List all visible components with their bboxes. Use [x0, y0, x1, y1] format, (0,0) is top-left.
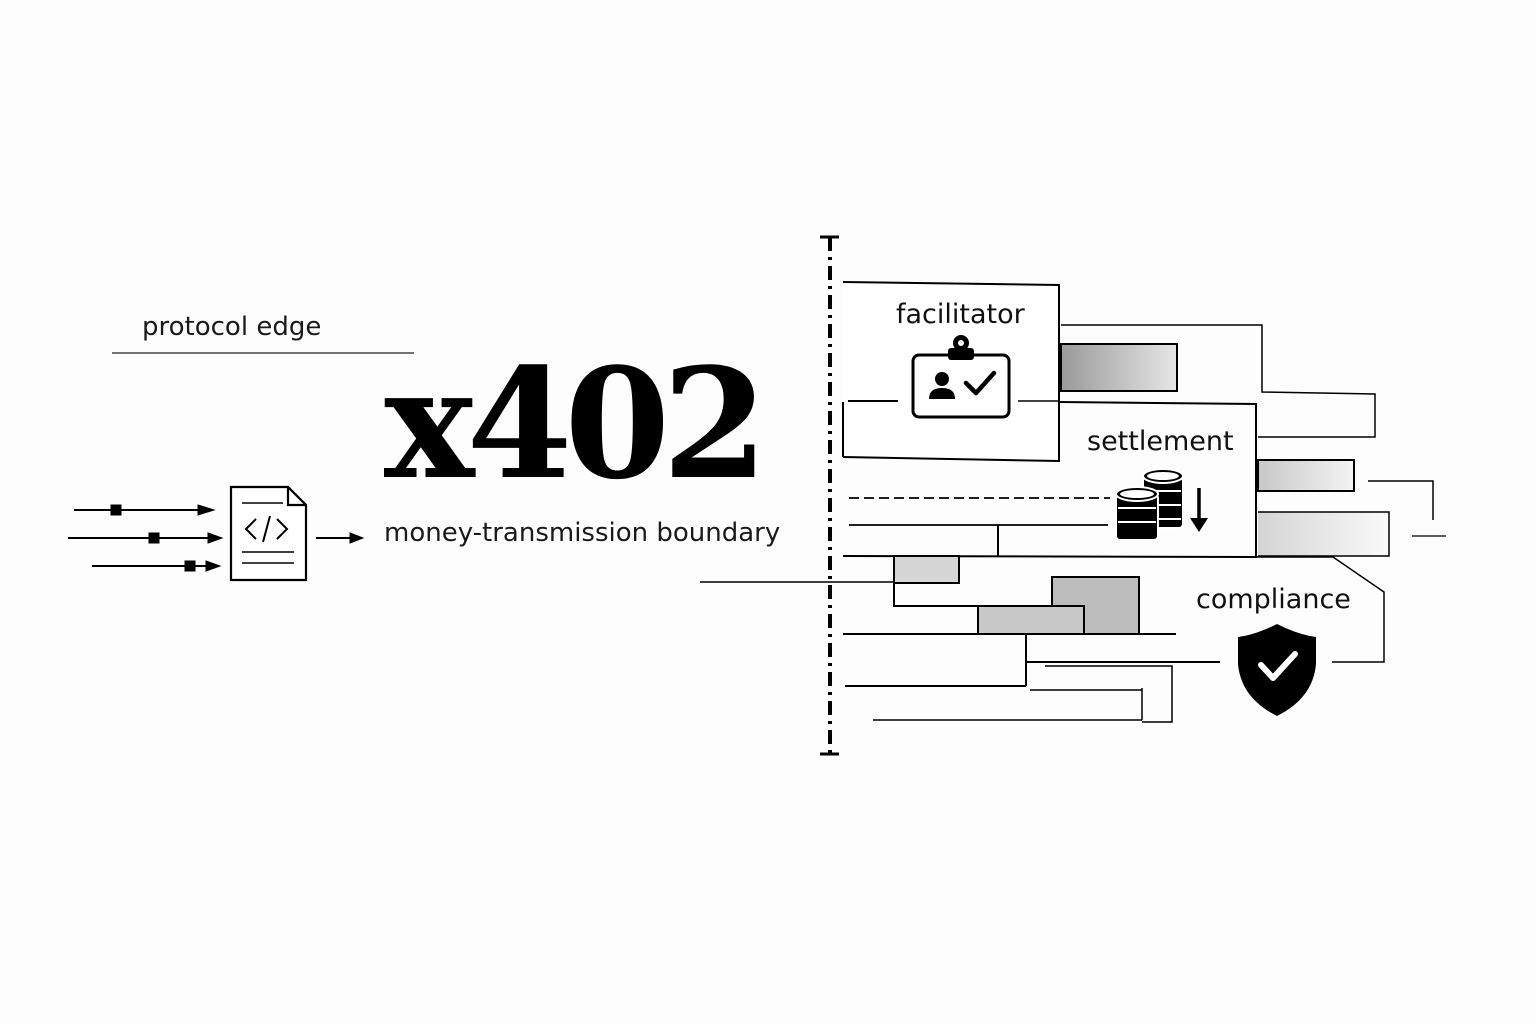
coin-stack-deposit-icon	[1115, 468, 1208, 541]
facilitator-label: facilitator	[896, 299, 1025, 330]
compliance-label: compliance	[1196, 584, 1351, 615]
zone-structure	[700, 281, 1446, 723]
protocol-edge-label: protocol edge	[142, 312, 322, 342]
code-document-icon	[229, 485, 308, 582]
request-arrow	[316, 532, 365, 544]
incoming-request-lines	[68, 504, 224, 572]
x402-title: x402	[384, 334, 768, 513]
shield-check-icon	[1238, 624, 1316, 716]
boundary-caption: money-transmission boundary	[384, 518, 781, 548]
id-badge-check-icon	[911, 335, 1011, 419]
settlement-label: settlement	[1087, 426, 1234, 457]
boundary-line	[820, 235, 839, 756]
